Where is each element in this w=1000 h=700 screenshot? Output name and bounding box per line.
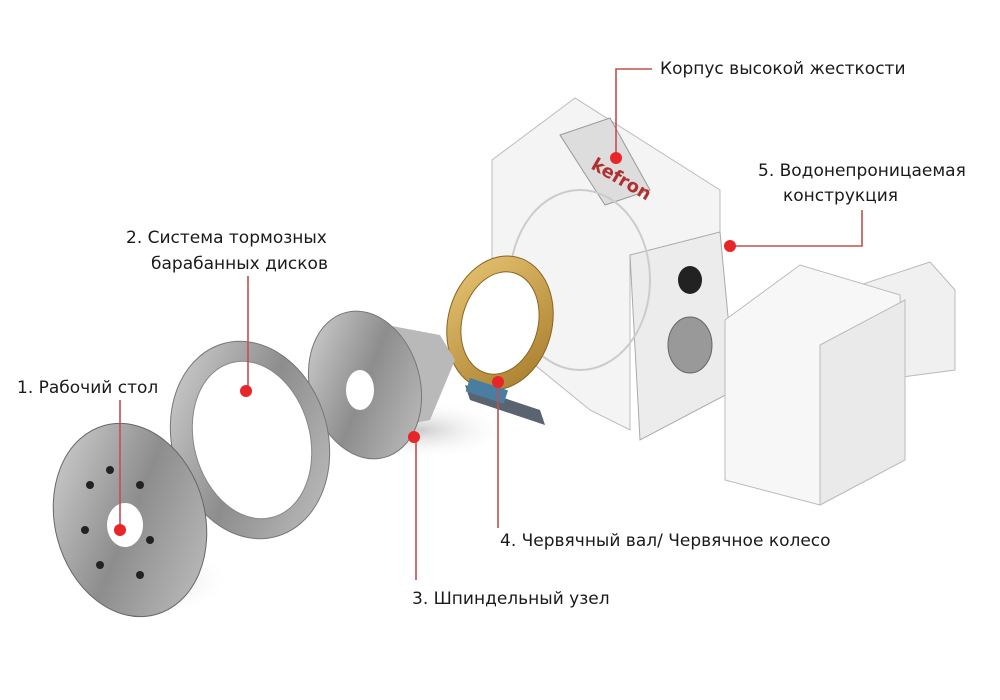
label-spindle: 3. Шпиндельный узел: [412, 589, 610, 609]
leader-lines: [119, 68, 863, 580]
worm-gear: [446, 255, 554, 425]
marker-brake: [240, 385, 252, 397]
label-waterproof-1: 5. Водонепроницаемая: [758, 161, 966, 181]
marker-spindle: [408, 431, 420, 443]
marker-housing: [610, 152, 622, 164]
label-brake-2: барабанных дисков: [151, 254, 328, 274]
brake-disc-ring: [169, 340, 331, 540]
housing: kefron: [491, 97, 736, 441]
spindle-assembly: [307, 310, 510, 460]
rotary-table: [52, 422, 230, 618]
label-table: 1. Рабочий стол: [17, 378, 159, 398]
label-brake-1: 2. Система тормозных: [126, 228, 327, 248]
label-housing: Корпус высокой жесткости: [660, 59, 906, 79]
label-waterproof-2: конструкция: [783, 186, 898, 206]
marker-waterproof: [724, 240, 736, 252]
label-worm: 4. Червячный вал/ Червячное колесо: [500, 531, 831, 551]
marker-table: [114, 524, 126, 536]
motor-box: [724, 261, 956, 506]
marker-worm: [492, 376, 504, 388]
